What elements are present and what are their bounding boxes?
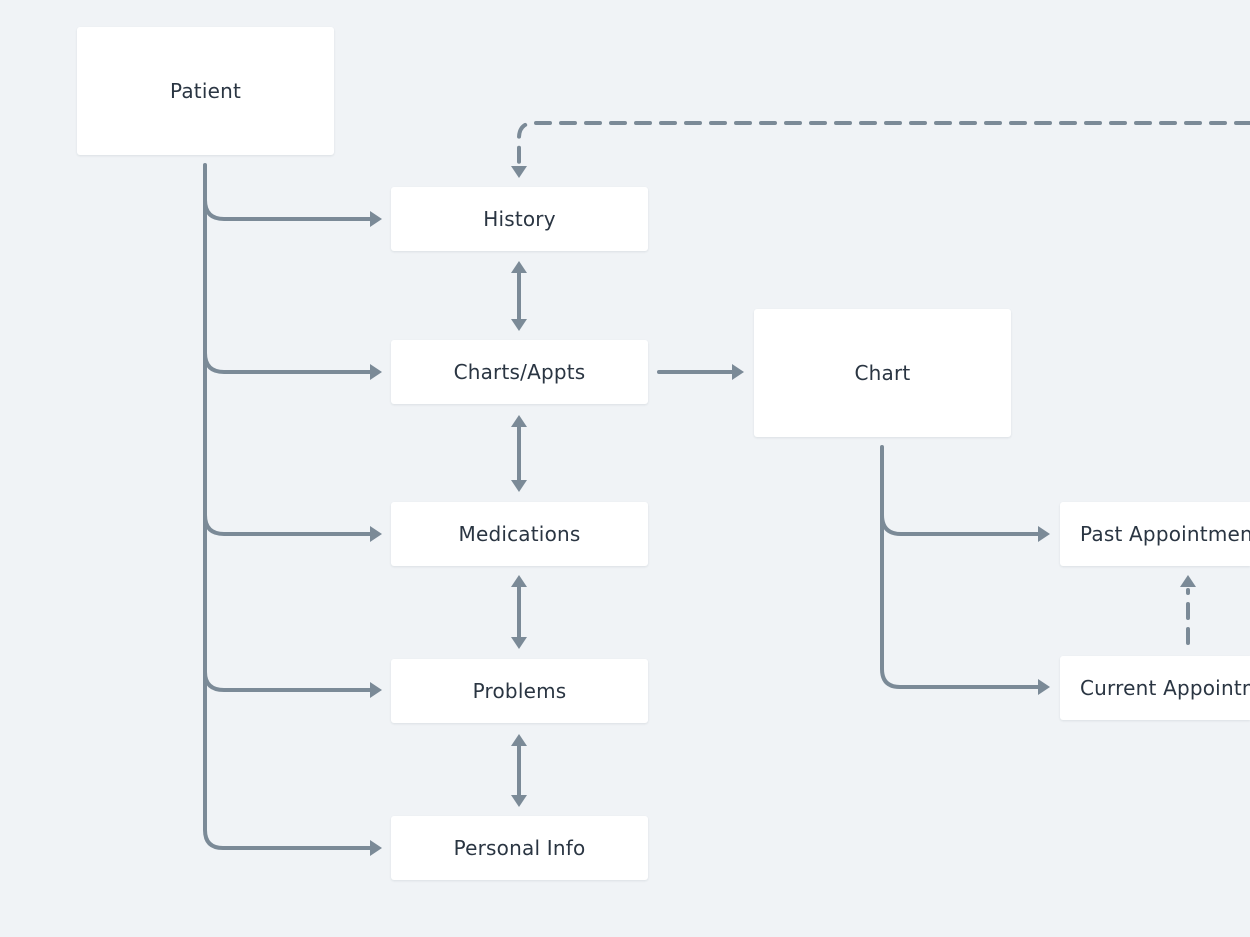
connector-patient-trunk [203,163,372,850]
connector-patient-history [203,198,372,221]
connector-charts-medications [511,415,527,492]
node-history[interactable]: History [391,187,648,251]
arrowhead-personal-info [370,840,382,856]
node-personal-info[interactable]: Personal Info [391,816,648,880]
connector-chart-trunk [880,445,1040,689]
arrowhead-medications [370,526,382,542]
node-medications-label: Medications [458,522,581,546]
connector-problems-personal-info [511,734,527,807]
connector-patient-medications [203,513,372,536]
node-past-appointments-label: Past Appointments [1080,522,1250,546]
connector-patient-charts [203,351,372,374]
arrowhead-current-appointment [1038,679,1050,695]
node-problems-label: Problems [472,679,567,703]
node-problems[interactable]: Problems [391,659,648,723]
connector-patient-problems [203,670,372,692]
arrowhead-history [370,211,382,227]
node-chart-label: Chart [854,361,911,385]
node-past-appointments[interactable]: Past Appointments [1060,502,1250,566]
node-personal-info-label: Personal Info [453,836,586,860]
node-patient-label: Patient [169,79,242,103]
node-charts-appts-label: Charts/Appts [453,360,586,384]
connector-loop-history-dashed [511,121,1250,178]
connector-charts-chart [657,364,744,380]
connector-chart-past [880,513,1040,536]
node-current-appointment[interactable]: Current Appointment [1060,656,1250,720]
arrowhead-problems [370,682,382,698]
arrowhead-past-appointments [1038,526,1050,542]
node-chart[interactable]: Chart [754,309,1011,437]
node-history-label: History [483,207,556,231]
node-charts-appts[interactable]: Charts/Appts [391,340,648,404]
node-medications[interactable]: Medications [391,502,648,566]
node-patient[interactable]: Patient [77,27,334,155]
node-current-appointment-label: Current Appointment [1080,676,1250,700]
connector-current-past-dashed [1180,575,1196,645]
connector-medications-problems [511,575,527,649]
arrowhead-charts [370,364,382,380]
connector-history-charts [511,261,527,331]
